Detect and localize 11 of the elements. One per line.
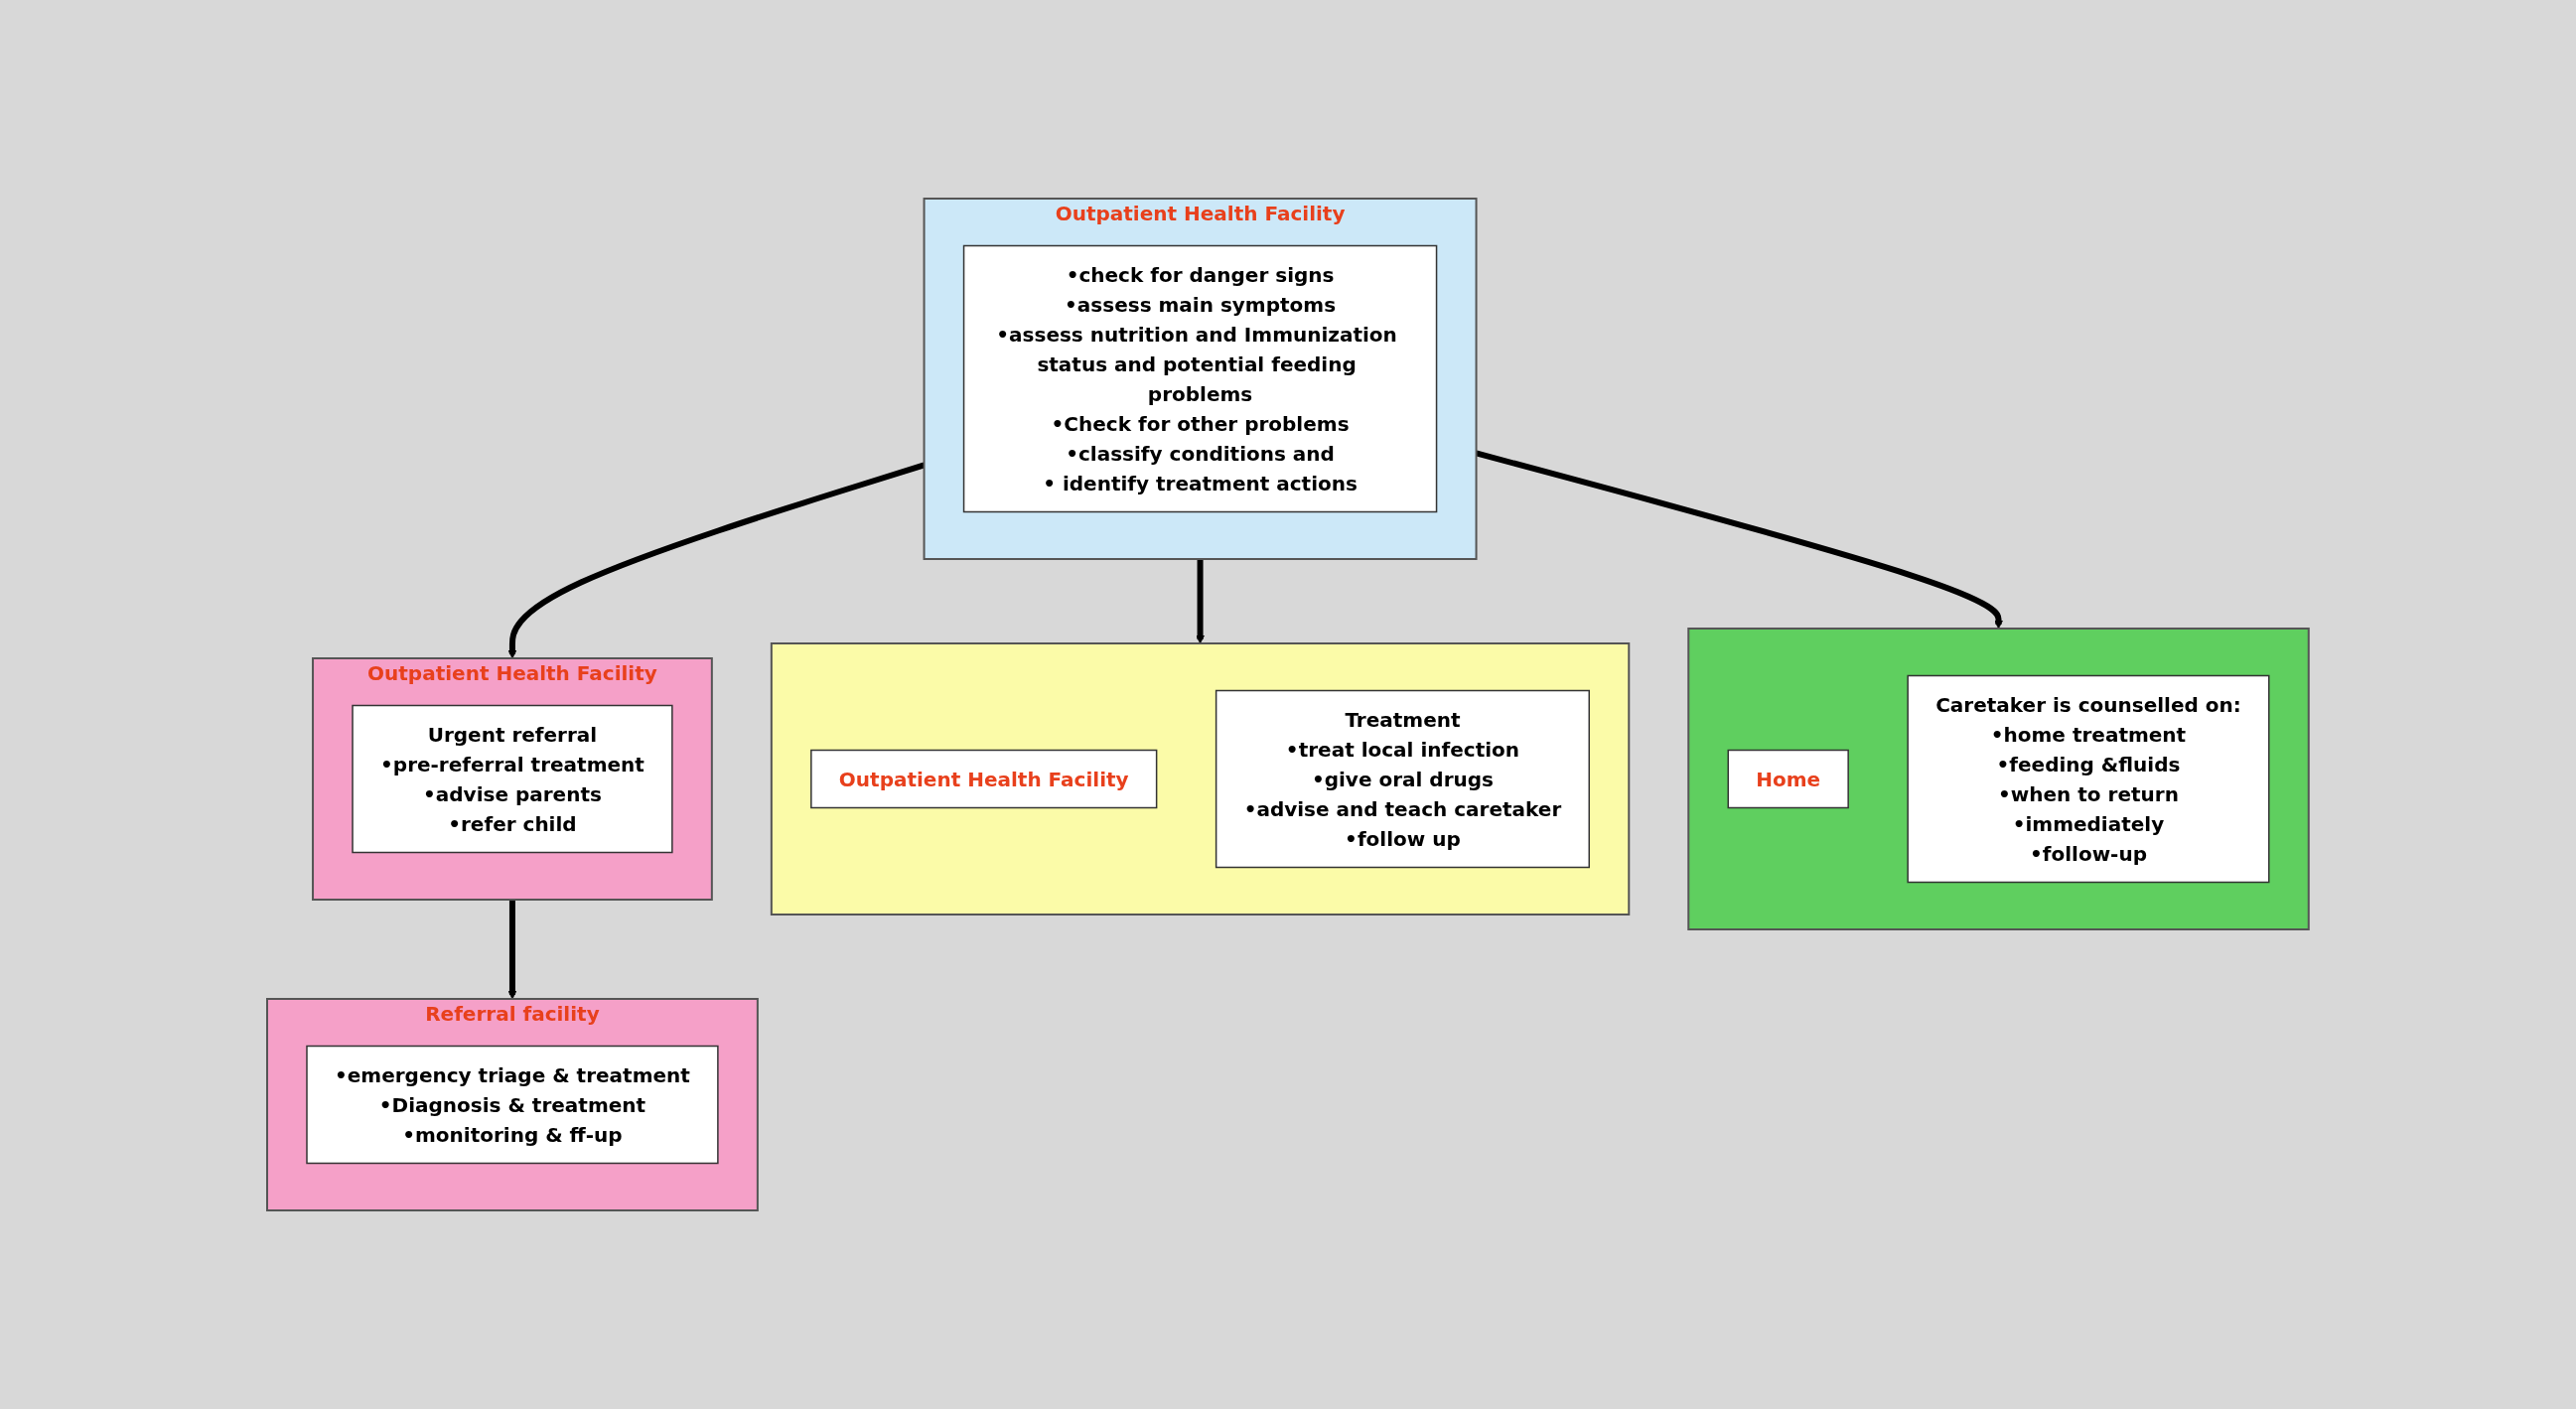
node-box: Caretaker is counselled on: •home treatment •feeding &fluids •when to return •immediately •follow-up	[1907, 674, 2270, 884]
node-box: Treatment •treat local infection •give oral drugs •advise and teach caretaker •follow up	[1216, 689, 1591, 869]
arrow	[1196, 559, 1206, 644]
node-box: •check for danger signs •assess main symptoms •assess nutrition and Immunization status and potential feeding problems •Check for other problems •classify conditions and • identify treatment actions	[962, 244, 1438, 513]
node-box: Urgent referral •pre-referral treatment •advise parents •refer child	[352, 704, 673, 854]
cluster	[770, 642, 1631, 916]
cluster	[1687, 628, 2310, 930]
node-box: •emergency triage & treatment •Diagnosis & treatment •monitoring & ff-up	[306, 1045, 719, 1165]
node-box: Outpatient Health Facility	[810, 749, 1158, 809]
arrow	[507, 900, 517, 1000]
node-box: Home	[1727, 749, 1849, 809]
